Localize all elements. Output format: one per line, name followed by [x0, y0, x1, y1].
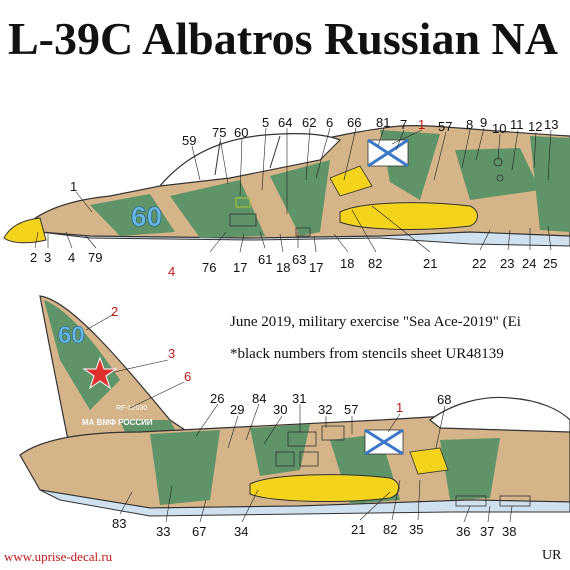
callout: 79 — [88, 250, 102, 265]
callout: 17 — [309, 260, 323, 275]
callout: 25 — [543, 256, 557, 271]
callout: 81 — [376, 115, 390, 130]
sheet-code: UR — [542, 548, 562, 563]
callout: 82 — [383, 522, 397, 537]
callout: 34 — [234, 524, 248, 539]
callout: 22 — [472, 256, 486, 271]
callout: 6 — [326, 115, 333, 130]
callout: 24 — [522, 256, 536, 271]
callout: 35 — [409, 522, 423, 537]
callout: 60 — [234, 125, 248, 140]
callout: 59 — [182, 133, 196, 148]
callout: 18 — [340, 256, 354, 271]
callout: 11 — [510, 117, 524, 132]
callout: 64 — [278, 115, 292, 130]
callout: 23 — [500, 256, 514, 271]
callout: 57 — [438, 119, 452, 134]
callout-red: 2 — [111, 304, 118, 319]
callout: 8 — [466, 117, 473, 132]
callout: 31 — [292, 391, 306, 406]
callout: 13 — [544, 117, 558, 132]
callout: 29 — [230, 402, 244, 417]
red-star-icon — [82, 356, 118, 390]
callout: 75 — [212, 125, 226, 140]
sheet-title: L-39C Albatros Russian NA — [8, 13, 558, 64]
aircraft-right-profile — [19, 295, 570, 517]
callout: 82 — [368, 256, 382, 271]
callout: 9 — [480, 115, 487, 130]
callout: 76 — [202, 260, 216, 275]
footer-url[interactable]: www.uprise-decal.ru — [4, 549, 113, 564]
callout: 66 — [347, 115, 361, 130]
callout: 68 — [437, 392, 451, 407]
callout-red: 6 — [184, 369, 191, 384]
callout: 5 — [262, 115, 269, 130]
callout: 12 — [528, 119, 542, 134]
callout: 21 — [423, 256, 437, 271]
callout: 21 — [351, 522, 365, 537]
callout: 67 — [192, 524, 206, 539]
callout: 62 — [302, 115, 316, 130]
exercise-note: June 2019, military exercise "Sea Ace-20… — [230, 314, 521, 330]
callout: 37 — [480, 524, 494, 539]
callout: 32 — [318, 402, 332, 417]
callout: 17 — [233, 260, 247, 275]
callout: 3 — [44, 250, 51, 265]
callout: 7 — [400, 117, 407, 132]
callout: 38 — [502, 524, 516, 539]
callout: 10 — [492, 121, 506, 136]
callout: 2 — [30, 250, 37, 265]
callout-red: 4 — [168, 264, 175, 279]
callout: 84 — [252, 391, 266, 406]
callout: 57 — [344, 402, 358, 417]
callout: 33 — [156, 524, 170, 539]
callout: 63 — [292, 252, 306, 267]
callout-red: 1 — [396, 400, 403, 415]
callout: 61 — [258, 252, 272, 267]
stencil-note: *black numbers from stencils sheet UR481… — [230, 346, 504, 362]
registration-text: RF-12030 — [116, 405, 147, 412]
fin-inscription: МА ВМФ РОССИИ — [82, 418, 153, 427]
callout: 83 — [112, 516, 126, 531]
callout: 30 — [273, 402, 287, 417]
callout: 26 — [210, 391, 224, 406]
callout-red: 1 — [418, 117, 425, 132]
side-number-fin: 60 — [58, 322, 85, 349]
side-number-left: 60 — [131, 201, 162, 232]
callout: 1 — [70, 179, 77, 194]
callout: 4 — [68, 250, 75, 265]
callout-red: 3 — [168, 346, 175, 361]
aircraft-left-profile — [3, 125, 570, 247]
callout: 18 — [276, 260, 290, 275]
callout: 36 — [456, 524, 470, 539]
